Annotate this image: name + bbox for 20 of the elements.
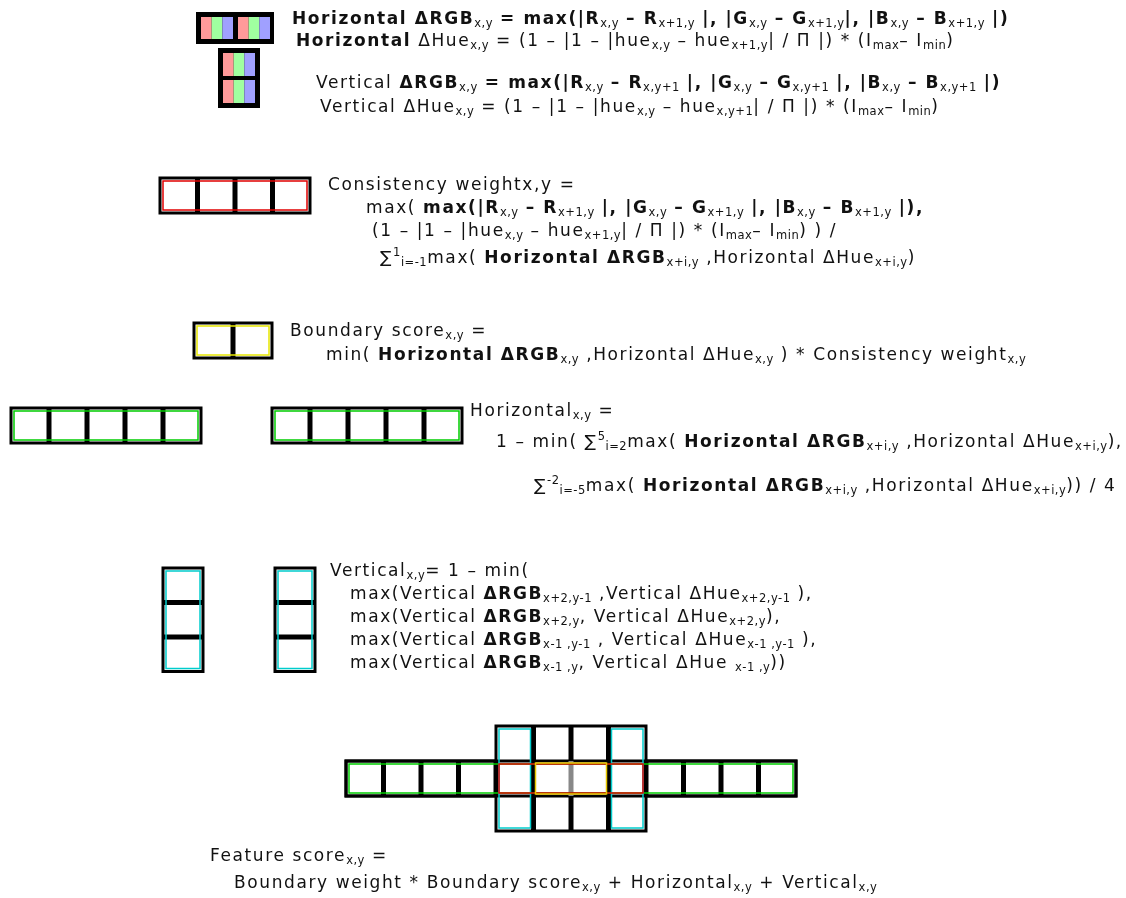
formula-line: max(Vertical ΔRGB$_{x-1 ,y}$, Vertical ΔHue $_{x-1 ,y}$)) — [350, 652, 787, 676]
formula-line: Vertical ΔHue$_{x,y}$ = (1 – |1 – |hue$_{x,y}$ – hue$_{x,y+1}$| / Π |) * (I$_{max}$– I$_{min}$) — [320, 96, 940, 120]
formula-line: 1 – min( ∑$^{5}$$_{i=2}$max( Horizontal ΔRGB$_{x+i,y}$ ,Horizontal ΔHue$_{x+i,y}$), — [496, 428, 1123, 455]
formula-line: Feature score$_{x,y}$ = — [210, 845, 388, 869]
formula-line: max(Vertical ΔRGB$_{x+2,y}$, Vertical ΔHue$_{x+2,y}$), — [350, 606, 782, 630]
formula-line: max(Vertical ΔRGB$_{x-1 ,y-1}$ , Vertical ΔHue$_{x-1 ,y-1}$ ), — [350, 629, 818, 653]
formula-line: ∑$^{1}$$_{i=-1}$max( Horizontal ΔRGB$_{x+i,y}$ ,Horizontal ΔHue$_{x+i,y}$) — [380, 244, 916, 271]
formula-line: min( Horizontal ΔRGB$_{x,y}$ ,Horizontal ΔHue$_{x,y}$ ) * Consistency weight$_{x,y}$ — [326, 344, 1027, 368]
formula-line: Vertical$_{x,y}$= 1 – min( — [330, 560, 530, 584]
formula-line: Horizontal ΔRGB$_{x,y}$ = max(|R$_{x,y}$ – R$_{x+1,y}$ |, |G$_{x,y}$ – G$_{x+1,y}$|, |B$_{x,y}$ – B$_{x+1,y}$ |) — [292, 8, 1010, 32]
formula-line: max( max(|R$_{x,y}$ – R$_{x+1,y}$ |, |G$_{x,y}$ – G$_{x+1,y}$ |, |B$_{x,y}$ – B$_{x+1,y}$ |), — [366, 197, 924, 221]
formula-line: ∑$^{-2}$$_{i=-5}$max( Horizontal ΔRGB$_{x+i,y}$ ,Horizontal ΔHue$_{x+i,y}$)) / 4 — [534, 472, 1117, 499]
formula-line: Horizontal$_{x,y}$ = — [470, 400, 615, 424]
formula-line: Horizontal ΔHue$_{x,y}$ = (1 – |1 – |hue$_{x,y}$ – hue$_{x+1,y}$| / Π |) * (I$_{max}$– I$_{min}$) — [296, 30, 955, 54]
formula-line: (1 – |1 – |hue$_{x,y}$ – hue$_{x+1,y}$| / Π |) * (I$_{max}$– I$_{min}$) ) / — [372, 220, 838, 244]
formula-line: Boundary weight * Boundary score$_{x,y}$ + Horizontal$_{x,y}$ + Vertical$_{x,y}$ — [234, 872, 878, 896]
formula-line: max(Vertical ΔRGB$_{x+2,y-1}$ ,Vertical ΔHue$_{x+2,y-1}$ ), — [350, 583, 813, 607]
formula-line: Vertical ΔRGB$_{x,y}$ = max(|R$_{x,y}$ – R$_{x,y+1}$ |, |G$_{x,y}$ – G$_{x,y+1}$ |, |B$_{x,y}$ – B$_{x,y+1}$ |) — [316, 72, 1002, 96]
formula-line: Boundary score$_{x,y}$ = — [290, 320, 487, 344]
formula-line: Consistency weightx,y = — [328, 174, 576, 194]
